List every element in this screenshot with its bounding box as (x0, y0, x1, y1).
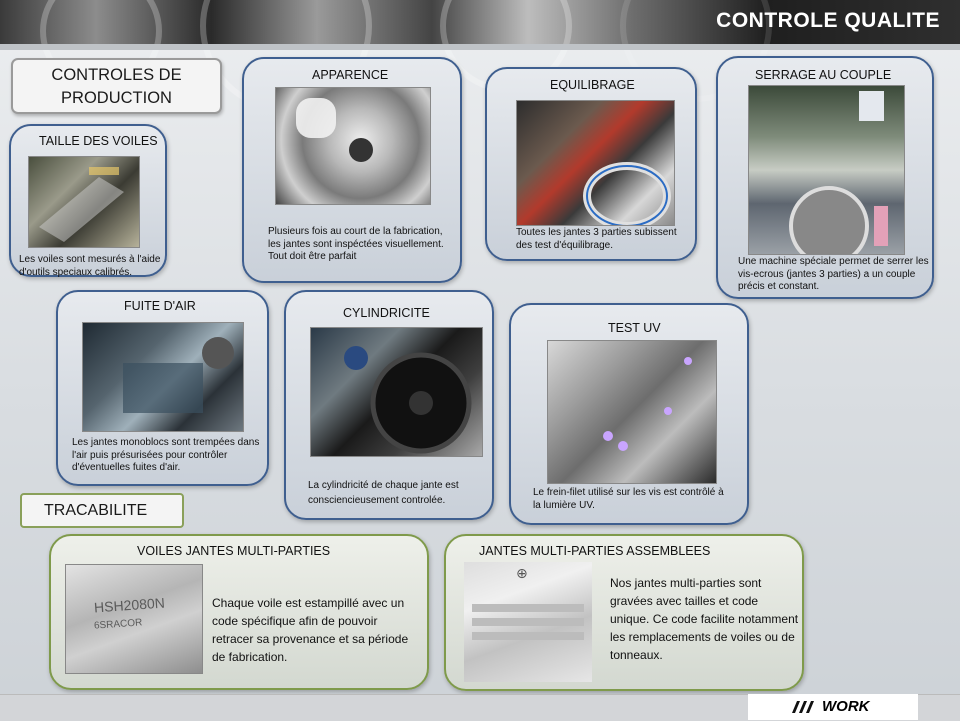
card-voiles-multi: VOILES JANTES MULTI-PARTIES HSH2080N 6SR… (49, 534, 429, 690)
work-logo: WORK (822, 698, 870, 715)
torque-machine-icon (789, 91, 888, 254)
card-serrage: SERRAGE AU COUPLE Une machine spéciale p… (716, 56, 934, 299)
card-title: TAILLE DES VOILES (39, 134, 158, 148)
uv-bolts-icon (603, 357, 692, 451)
photo-fuite (82, 322, 244, 432)
section-production: CONTROLES DE PRODUCTION (11, 58, 222, 114)
photo-uv (547, 340, 717, 484)
stamp-text-1: HSH2080N (93, 594, 166, 616)
card-text: Toutes les jantes 3 parties subissent de… (516, 227, 677, 251)
header-banner: CONTROLE QUALITE (0, 0, 960, 112)
card-test-uv: TEST UV Le frein-filet utilisé sur les v… (509, 303, 749, 525)
card-assemblees: JANTES MULTI-PARTIES ASSEMBLEES ⊕ Nos ja… (444, 534, 804, 691)
balancer-icon (583, 162, 671, 225)
card-text: Plusieurs fois au court de la fabricatio… (268, 226, 444, 262)
photo-engraving: ⊕ (464, 562, 592, 682)
card-text: Une machine spéciale permet de serrer le… (738, 256, 929, 292)
black-wheel-icon (344, 346, 472, 454)
card-equilibrage: EQUILIBRAGE Toutes les jantes 3 parties … (485, 67, 697, 261)
card-taille-des-voiles: TAILLE DES VOILES Les voiles sont mesuré… (9, 124, 167, 278)
photo-serrage (748, 85, 905, 255)
header-strip (0, 44, 960, 50)
card-text: Nos jantes multi-parties sont gravées av… (610, 576, 799, 662)
card-title: TEST UV (608, 321, 661, 335)
card-title: APPARENCE (312, 68, 389, 82)
work-logo-mark-icon (792, 701, 814, 713)
card-text: Les jantes monoblocs sont trempées dans … (72, 437, 260, 473)
wheel-icon (296, 98, 373, 162)
photo-equilibrage (516, 100, 675, 226)
logo-box (748, 694, 918, 720)
photo-taille (28, 156, 140, 248)
water-tank-icon (123, 337, 234, 413)
caliper-icon (39, 167, 124, 242)
card-text: Le frein-filet utilisé sur les vis est c… (533, 487, 724, 511)
card-title: SERRAGE AU COUPLE (755, 68, 892, 82)
card-text: Chaque voile est estampillé avec un code… (212, 596, 409, 664)
card-title: CYLINDRICITE (343, 306, 430, 320)
card-fuite-air: FUITE D'AIR Les jantes monoblocs sont tr… (56, 290, 269, 486)
page-title: CONTROLE QUALITE (716, 9, 940, 32)
card-cylindricite: CYLINDRICITE La cylindricité de chaque j… (284, 290, 494, 520)
engraving-icon: ⊕ (472, 566, 584, 640)
card-title: EQUILIBRAGE (550, 78, 635, 92)
card-text: Les voiles sont mesurés à l'aide d'outil… (19, 254, 161, 278)
photo-apparence (275, 87, 431, 205)
card-title: VOILES JANTES MULTI-PARTIES (137, 544, 331, 558)
photo-stamp: HSH2080N 6SRACOR (65, 564, 203, 674)
photo-cylindricite (310, 327, 483, 457)
svg-text:⊕: ⊕ (516, 566, 528, 582)
card-title: JANTES MULTI-PARTIES ASSEMBLEES (479, 544, 711, 558)
card-text: La cylindricité de chaque jante est cons… (308, 480, 459, 506)
section-tracabilite: TRACABILITE (20, 493, 184, 528)
stamp-text-2: 6SRACOR (93, 617, 143, 632)
card-apparence: APPARENCE Plusieurs fois au court de la … (242, 57, 462, 283)
card-title: FUITE D'AIR (124, 299, 196, 313)
